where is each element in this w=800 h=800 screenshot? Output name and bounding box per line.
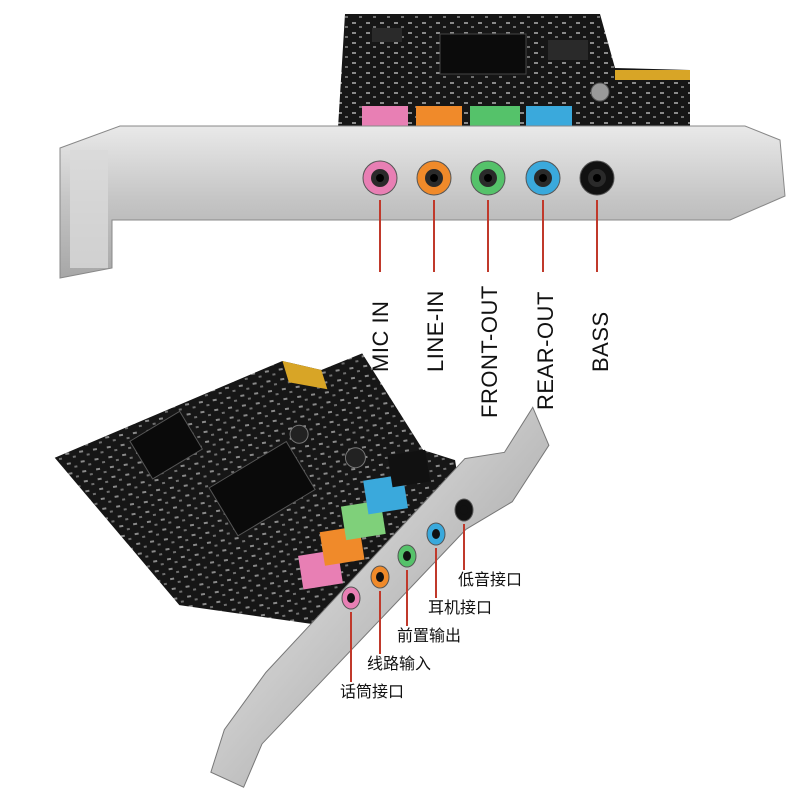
bottom-port-hole-1 [376, 572, 384, 582]
bottom-main-chip [208, 440, 316, 537]
top-card [59, 14, 786, 279]
label-mic-in: MIC IN [368, 300, 393, 372]
label-headphone-interface: 耳机接口 [428, 598, 493, 617]
label-line-input: 线路输入 [367, 654, 432, 673]
bottom-card [54, 353, 550, 788]
bottom-port-hole-2 [403, 551, 411, 561]
label-front-out: FRONT-OUT [477, 285, 502, 418]
top-leader-lines [379, 200, 598, 272]
top-bracket [59, 125, 786, 279]
bottom-port-hole-0 [347, 593, 355, 603]
label-line-in: LINE-IN [423, 290, 448, 372]
top-chip [439, 33, 527, 75]
label-front-output: 前置输出 [397, 626, 462, 645]
label-mic-interface: 话筒接口 [340, 682, 405, 701]
bottom-leader-lines [350, 524, 465, 682]
label-bass-interface: 低音接口 [458, 570, 523, 589]
label-bass: BASS [588, 311, 613, 372]
label-rear-out: REAR-OUT [533, 291, 558, 410]
bottom-port-hole-3 [432, 529, 440, 539]
top-port-row [362, 160, 615, 196]
bottom-port-row [341, 498, 474, 610]
bottom-port-hole-4 [460, 505, 468, 515]
